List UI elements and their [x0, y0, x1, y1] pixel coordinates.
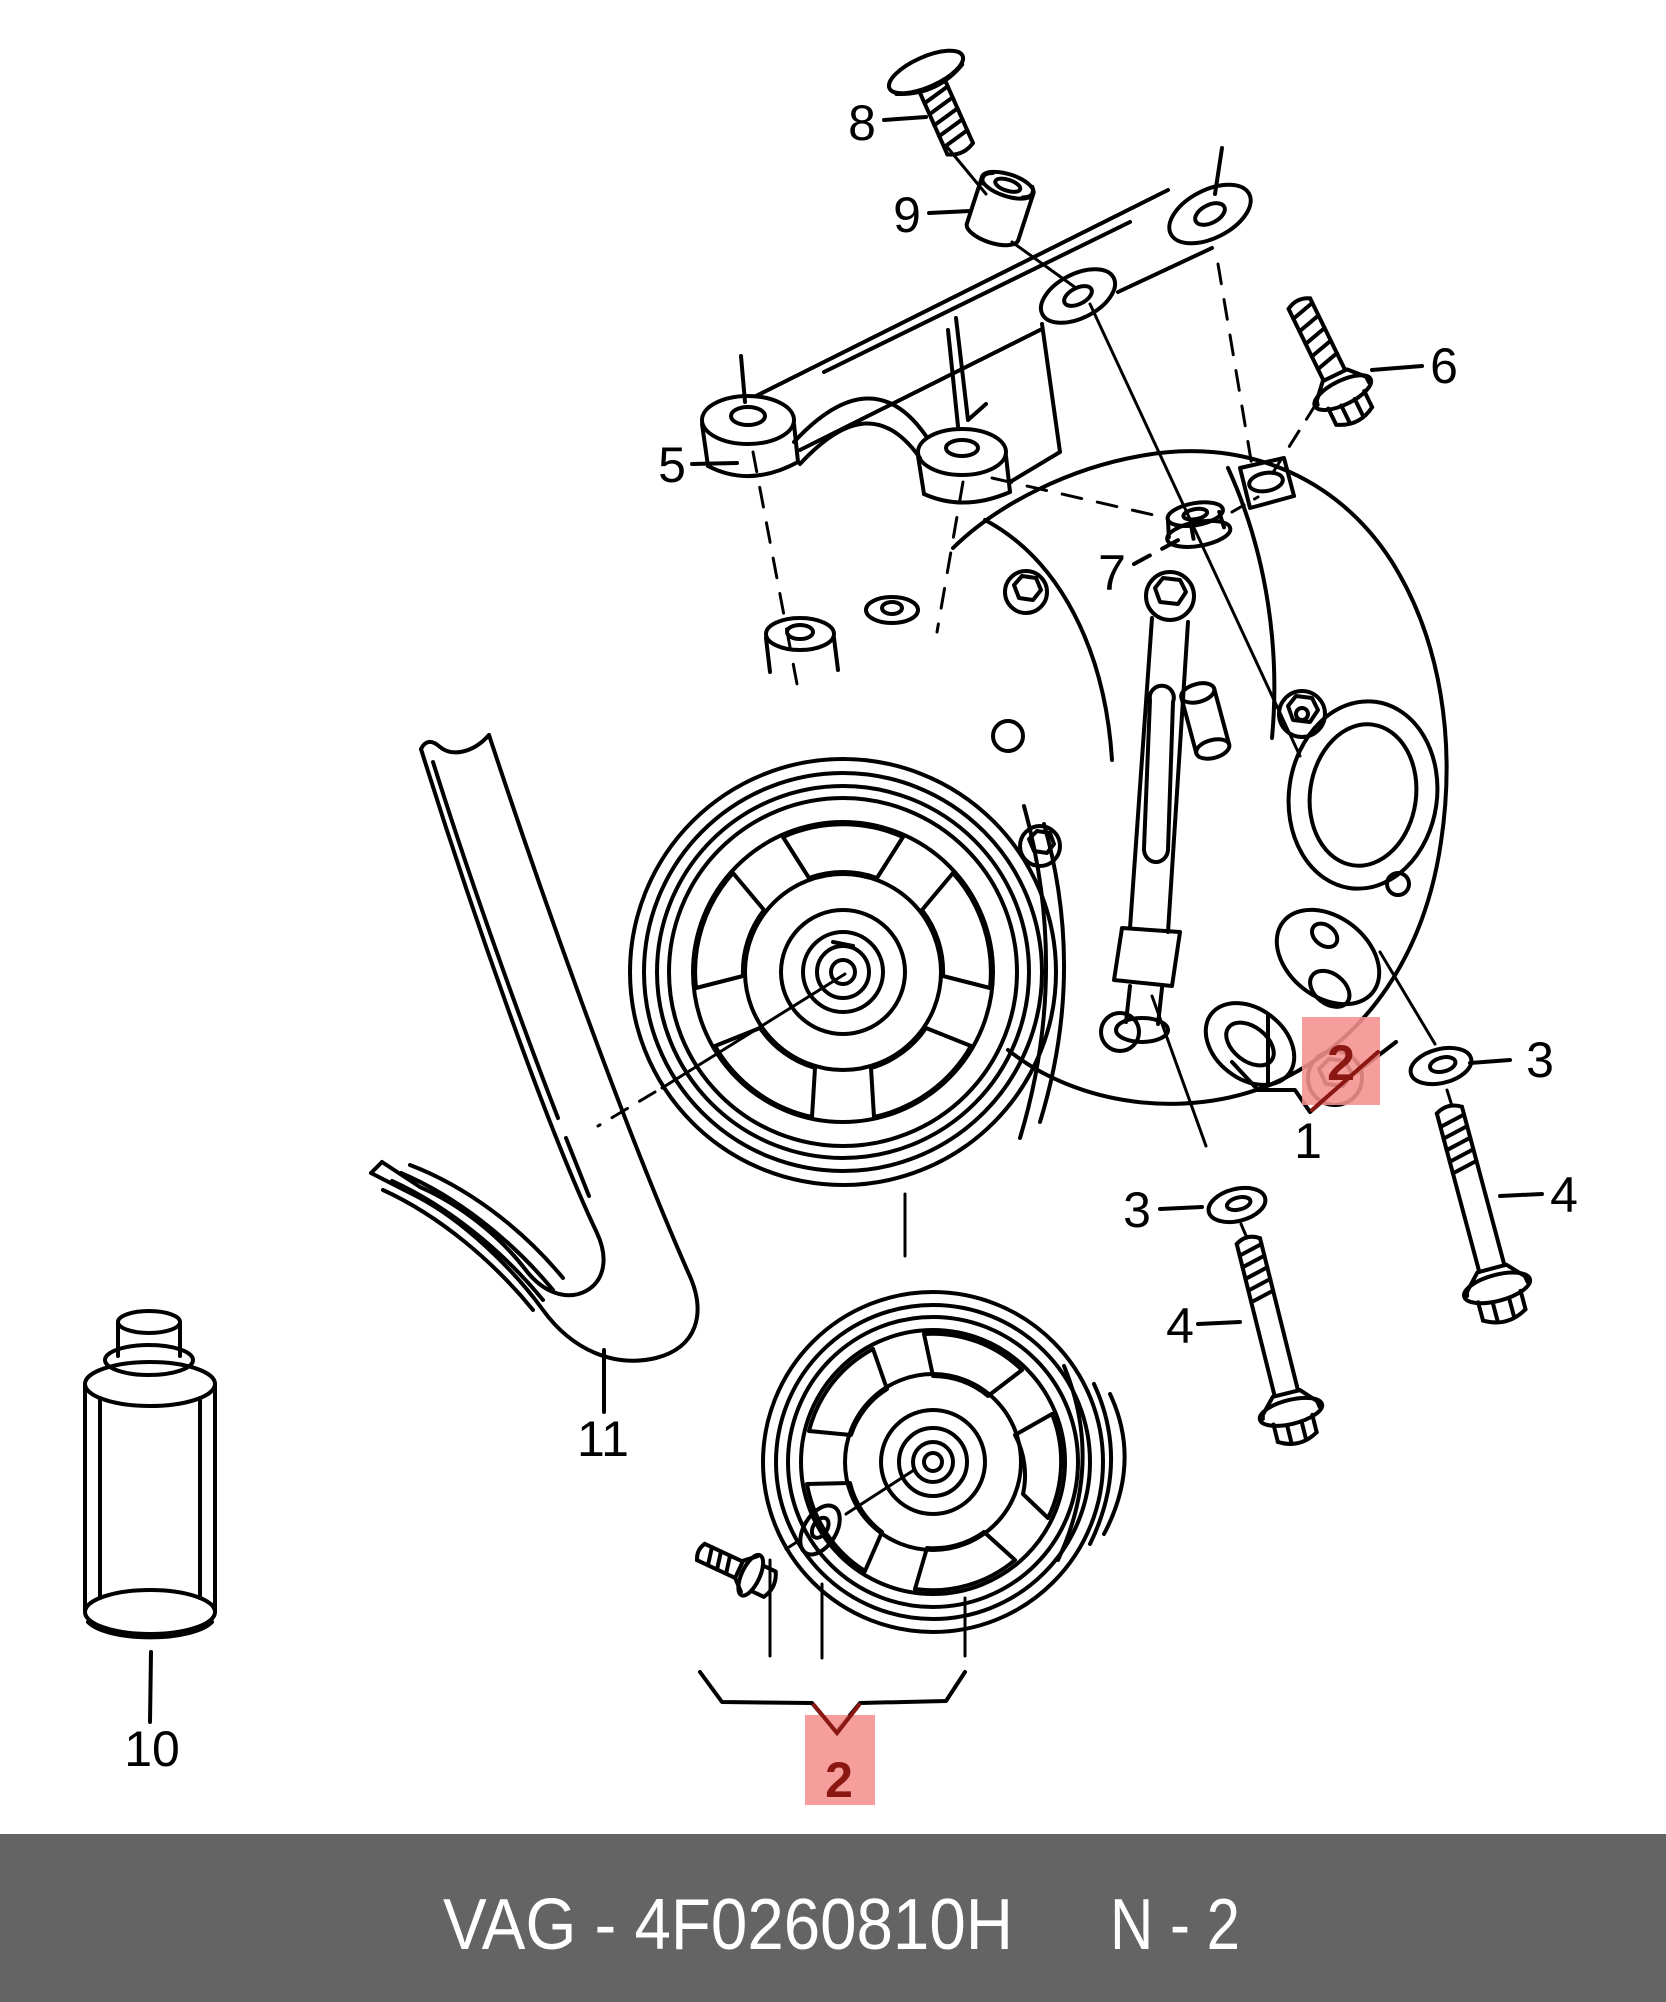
part-7-nut [1165, 500, 1233, 549]
callout-4-left[interactable]: 4 [1166, 1298, 1194, 1354]
callout-11[interactable]: 11 [577, 1411, 629, 1467]
callout-5[interactable]: 5 [658, 437, 686, 493]
part-9-spacer-bushing [964, 169, 1036, 248]
clutch-washer [798, 1503, 842, 1557]
footer-background [0, 1834, 1666, 2002]
part-5-bracket [700, 146, 1253, 505]
leader-7 [1132, 536, 1184, 566]
leader-8 [882, 115, 928, 122]
part-3-washer-left [1206, 1185, 1268, 1225]
part-10-oil-canister [83, 1309, 217, 1640]
part-4-bolt-right [1434, 1103, 1533, 1325]
part-8-screw [886, 48, 975, 157]
leader-4-left [1196, 1320, 1242, 1326]
callout-10[interactable]: 10 [124, 1721, 180, 1777]
leader-4-right [1498, 1192, 1544, 1198]
leader-10 [148, 1650, 153, 1724]
callout-2-upper[interactable]: 2 [1327, 1035, 1355, 1091]
callout-9[interactable]: 9 [893, 187, 921, 243]
highlight-line-lower [812, 1703, 861, 1737]
callout-6[interactable]: 6 [1430, 338, 1458, 394]
leader-6 [1370, 364, 1424, 372]
callout-3-right[interactable]: 3 [1526, 1032, 1554, 1088]
leader-9 [927, 209, 972, 215]
part-4-bolt-left [1234, 1234, 1325, 1446]
footer-bar: VAG - 4F0260810H N - 2 [0, 1834, 1666, 2002]
part-2-clutch-pulley-kit [695, 1290, 1127, 1634]
callout-8[interactable]: 8 [848, 95, 876, 151]
compressor-clutch-pulley [628, 757, 1066, 1187]
part-6-bolt [1286, 296, 1375, 427]
callout-1[interactable]: 1 [1294, 1113, 1322, 1169]
leader-5 [690, 461, 739, 466]
part-1-compressor-body [764, 449, 1449, 1107]
leader-3-left [1158, 1205, 1204, 1211]
callout-2-lower[interactable]: 2 [825, 1752, 853, 1808]
callout-4-right[interactable]: 4 [1550, 1167, 1578, 1223]
leader-3-right [1468, 1058, 1512, 1065]
highlight-line-upper [1310, 1050, 1380, 1112]
clutch-bolt [695, 1541, 778, 1599]
footer-page-ref: N - 2 [1110, 1885, 1240, 1965]
part-11-ribbed-belt [369, 733, 700, 1363]
callout-3-left[interactable]: 3 [1123, 1182, 1151, 1238]
callout-7[interactable]: 7 [1098, 545, 1126, 601]
part-3-washer-right [1408, 1045, 1474, 1087]
footer-part-code: VAG - 4F0260810H [443, 1885, 1013, 1965]
